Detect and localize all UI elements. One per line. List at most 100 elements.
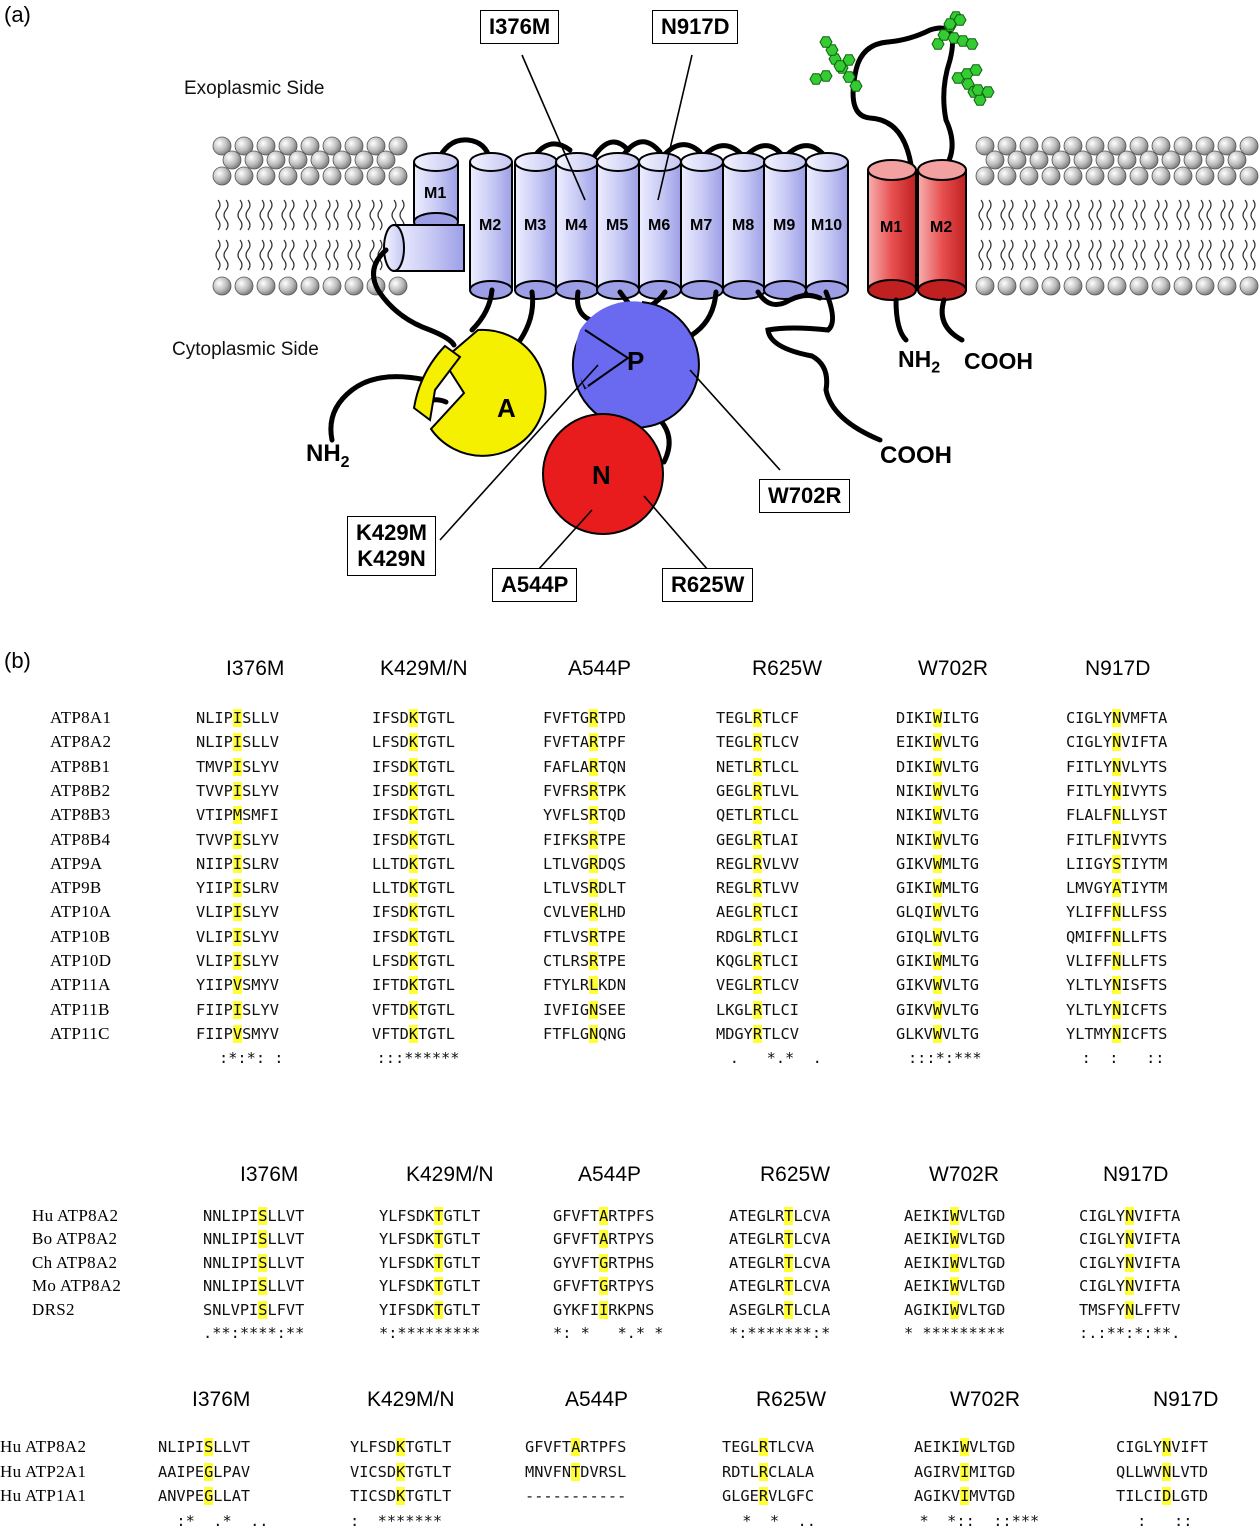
column-header: A544P — [565, 1388, 629, 1411]
sequence-cell: CIGLYNVIFTA — [1079, 1207, 1181, 1225]
lipid-bilayer-right — [975, 136, 1259, 296]
sequence-cell: NIKIWVLTG — [896, 830, 979, 849]
beta-helix-label: M1 — [880, 219, 903, 236]
sequence-cell: TICSDKTGTLT — [350, 1487, 452, 1505]
mutation-r625w-box: R625W — [662, 568, 754, 602]
helix-m1 — [413, 152, 459, 232]
highlighted-residue: R — [589, 927, 599, 946]
highlighted-residue: W — [932, 1000, 943, 1019]
sequence-cell: AGIKVIMVTGD — [914, 1487, 1016, 1505]
sequence-cell: VTIPMSMFI — [196, 806, 279, 825]
sequence-cell: LFSDKTGTL — [372, 952, 455, 970]
highlighted-residue: D — [1162, 1487, 1172, 1505]
highlighted-residue: S — [204, 1438, 214, 1456]
highlighted-residue: G — [599, 1253, 609, 1272]
sequence-cell: GIKVWVLTG — [896, 976, 979, 995]
gene-name: ATP10D — [50, 951, 112, 970]
sequence-cell: FITLYNIVYTS — [1066, 781, 1168, 800]
highlighted-residue: I — [232, 757, 243, 776]
sequence-cell: IFSDKTGTL — [372, 709, 455, 727]
highlighted-residue: R — [752, 806, 763, 825]
sequence-cell: TEGLRTLCV — [716, 733, 799, 752]
gene-name: Hu ATP8A2 — [32, 1206, 119, 1225]
sequence-cell: NNLIPISLLVT — [203, 1277, 305, 1296]
highlighted-residue: S — [258, 1277, 268, 1296]
sequence-cell: NIKIWVLTG — [896, 806, 979, 825]
gene-name: Hu ATP2A1 — [0, 1461, 87, 1481]
sequence-cell: CIGLYNVIFT — [1116, 1438, 1209, 1456]
highlighted-residue: R — [758, 1487, 769, 1505]
highlighted-residue: K — [396, 1487, 406, 1505]
highlighted-residue: K — [408, 733, 419, 752]
sequence-cell: GFVFTARTPFS — [553, 1207, 655, 1225]
highlighted-residue: R — [589, 903, 599, 922]
n-domain — [542, 413, 664, 535]
highlighted-residue: R — [589, 709, 599, 727]
highlighted-residue: W — [932, 927, 943, 946]
sequence-cell: YLFSDKTGTLT — [350, 1438, 452, 1456]
sequence-cell: RDGLRTLCI — [716, 927, 799, 946]
highlighted-residue: W — [932, 733, 943, 752]
sequence-cell: CIGLYNVIFTA — [1079, 1253, 1181, 1272]
gene-name: ATP11C — [50, 1023, 110, 1043]
sequence-cell: ATEGLRTLCVA — [729, 1253, 831, 1272]
highlighted-residue: I — [232, 854, 243, 873]
column-header: R625W — [752, 657, 823, 680]
a-domain — [412, 328, 547, 457]
highlighted-residue: W — [950, 1277, 960, 1296]
highlighted-residue: N — [1125, 1253, 1135, 1272]
gene-name: DRS2 — [32, 1299, 75, 1319]
sequence-cell: CVLVERLHD — [543, 903, 626, 922]
sequence-cell: IFSDKTGTL — [372, 757, 455, 776]
sequence-cell: LIIGYSTIYTM — [1066, 854, 1168, 873]
highlighted-residue: W — [950, 1207, 960, 1225]
sequence-cell: SNLVPISLFVT — [203, 1300, 305, 1319]
highlighted-residue: R — [752, 781, 763, 800]
sequence-cell: FIFKSRTPE — [543, 830, 626, 849]
highlighted-residue: L — [589, 976, 599, 995]
highlighted-residue: R — [752, 854, 763, 873]
highlighted-residue: T — [434, 1277, 444, 1296]
sequence-cell: ATEGLRTLCVA — [729, 1277, 831, 1296]
glycan-chains — [809, 11, 995, 106]
gene-name: Hu ATP8A2 — [0, 1437, 87, 1456]
helix-label: M4 — [565, 217, 588, 234]
highlighted-residue: V — [232, 976, 243, 995]
sequence-cell: YVFLSRTQD — [543, 806, 626, 825]
sequence-cell: NNLIPISLLVT — [203, 1207, 305, 1225]
sequence-cell: AGIRVIMITGD — [914, 1462, 1016, 1481]
consensus-line: :.:**:*:**. — [1079, 1324, 1181, 1342]
highlighted-residue: N — [1112, 1024, 1122, 1043]
sequence-cell: ATEGLRTLCVA — [729, 1230, 831, 1249]
column-header: A544P — [568, 657, 632, 680]
highlighted-residue: K — [408, 879, 419, 898]
highlighted-residue: T — [434, 1253, 444, 1272]
consensus-line: * * .. — [733, 1511, 816, 1530]
sequence-cell: LTLVSRDLT — [543, 879, 626, 898]
highlighted-residue: S — [258, 1207, 268, 1225]
highlighted-residue: R — [589, 781, 599, 800]
sequence-cell: GFVFTARTPYS — [553, 1230, 655, 1249]
highlighted-residue: N — [1125, 1277, 1135, 1296]
highlighted-residue: W — [932, 757, 943, 776]
column-header: I376M — [192, 1388, 251, 1411]
helix-m3 — [514, 152, 558, 300]
sequence-cell: IFSDKTGTL — [372, 903, 455, 922]
sequence-cell: YLFSDKTGTLT — [379, 1207, 481, 1225]
sequence-cell: MNVFNTDVRSL — [525, 1462, 627, 1481]
highlighted-residue: I — [232, 927, 243, 946]
helix-m10 — [805, 152, 849, 300]
helix-label: M8 — [732, 217, 755, 234]
consensus-line: :*:*: : — [219, 1049, 284, 1068]
cytoplasmic-side-label: Cytoplasmic Side — [172, 339, 319, 360]
sequence-cell: IVFIGNSEE — [543, 1000, 626, 1019]
sequence-cell: TMSFYNLFFTV — [1079, 1300, 1181, 1319]
sequence-cell: MDGYRTLCV — [716, 1024, 799, 1043]
highlighted-residue: A — [571, 1438, 581, 1456]
sequence-cell: GLGERVLGFC — [722, 1487, 815, 1505]
column-header: K429M/N — [367, 1388, 455, 1411]
highlighted-residue: S — [258, 1300, 268, 1319]
sequence-cell: CIGLYNVMFTA — [1066, 709, 1168, 727]
highlighted-residue: I — [232, 830, 243, 849]
sequence-cell: ANVPEGLLAT — [158, 1487, 251, 1505]
